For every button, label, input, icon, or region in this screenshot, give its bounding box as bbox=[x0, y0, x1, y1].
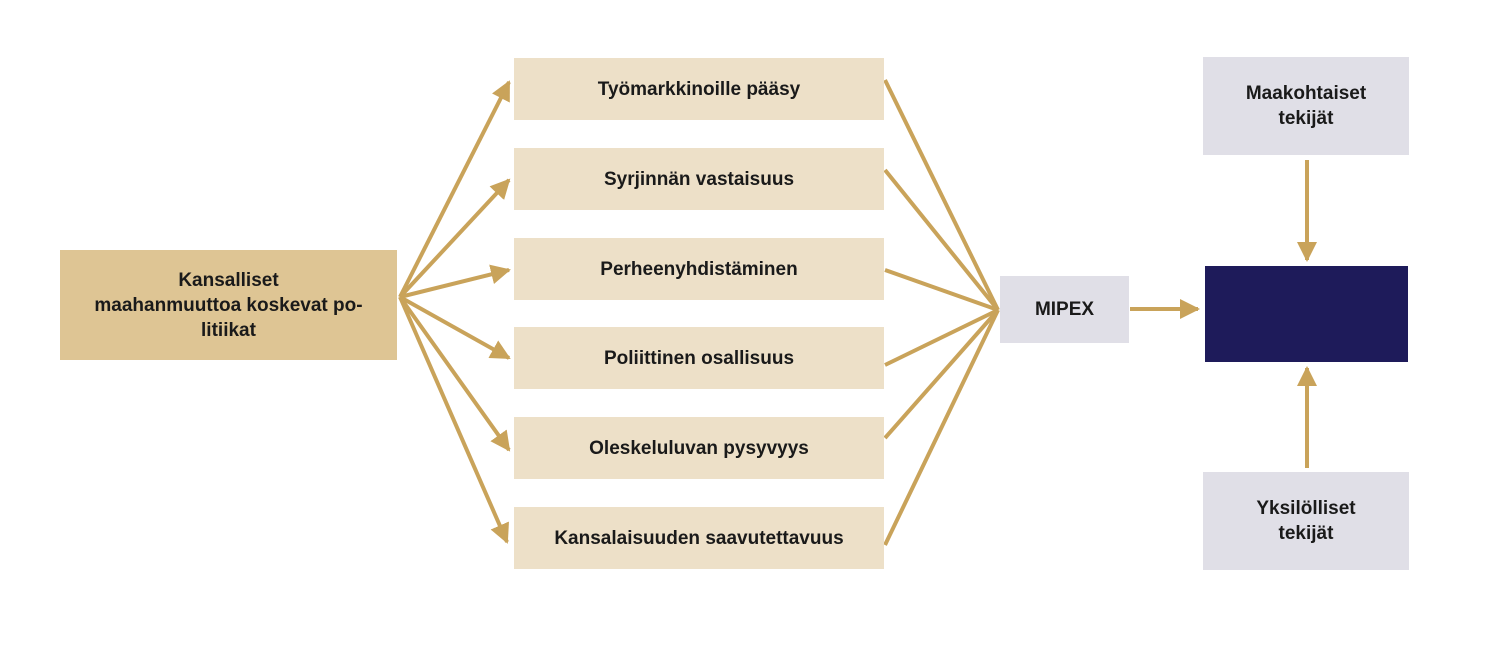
country-factors-line-2: tekijät bbox=[1278, 108, 1334, 129]
mipex-box: MIPEX bbox=[1000, 276, 1129, 343]
mipex-label: MIPEX bbox=[1034, 299, 1095, 320]
arrow-to-policy-6 bbox=[398, 296, 509, 544]
policy-box: Poliittinen osallisuus bbox=[514, 327, 884, 389]
source-box: Kansalliset maahanmuuttoa koskevat po-lit… bbox=[60, 250, 397, 360]
source-line-1: Kansalliset bbox=[178, 269, 279, 291]
policy-label: Oleskeluluvan pysyvyys bbox=[589, 437, 809, 459]
policy-label: Poliittinen osallisuus bbox=[603, 347, 795, 369]
line-policy-5-mipex bbox=[883, 308, 1000, 440]
policy-box: Syrjinnän vastaisuus bbox=[514, 148, 884, 210]
policy-box: Oleskeluluvan pysyvyys bbox=[514, 417, 884, 479]
policy-label: Kansalaisuuden saavutettavuus bbox=[554, 527, 844, 549]
policy-box: Perheenyhdistäminen bbox=[514, 238, 884, 300]
source-line-3: litiikat bbox=[201, 319, 256, 341]
individual-factors-box: Yksilölliset tekijät bbox=[1203, 472, 1409, 570]
line-policy-1-mipex bbox=[883, 79, 1000, 311]
arrow-to-policy-4 bbox=[399, 295, 511, 360]
outcome-box bbox=[1205, 266, 1408, 362]
line-policy-2-mipex bbox=[883, 168, 1000, 312]
policy-label: Perheenyhdistäminen bbox=[600, 258, 798, 280]
arrow-to-policy-5 bbox=[398, 295, 511, 452]
individual-factors-line-1: Yksilölliset bbox=[1256, 498, 1356, 519]
policy-label: Työmarkkinoille pääsy bbox=[597, 78, 801, 100]
policy-label: Syrjinnän vastaisuus bbox=[603, 168, 795, 190]
line-policy-3-mipex bbox=[884, 268, 999, 312]
line-policy-6-mipex bbox=[883, 309, 1000, 546]
arrow-to-policy-1 bbox=[398, 80, 511, 298]
line-policy-4-mipex bbox=[884, 308, 999, 367]
policy-box: Kansalaisuuden saavutettavuus bbox=[514, 507, 884, 569]
arrow-to-policy-2 bbox=[398, 178, 511, 299]
source-line-2: maahanmuuttoa koskevat po- bbox=[94, 294, 363, 316]
country-factors-box: Maakohtaiset tekijät bbox=[1203, 57, 1409, 155]
policy-box: Työmarkkinoille pääsy bbox=[514, 58, 884, 120]
country-factors-line-1: Maakohtaiset bbox=[1245, 83, 1367, 104]
individual-factors-line-2: tekijät bbox=[1278, 523, 1334, 544]
arrow-to-policy-3 bbox=[399, 264, 511, 299]
